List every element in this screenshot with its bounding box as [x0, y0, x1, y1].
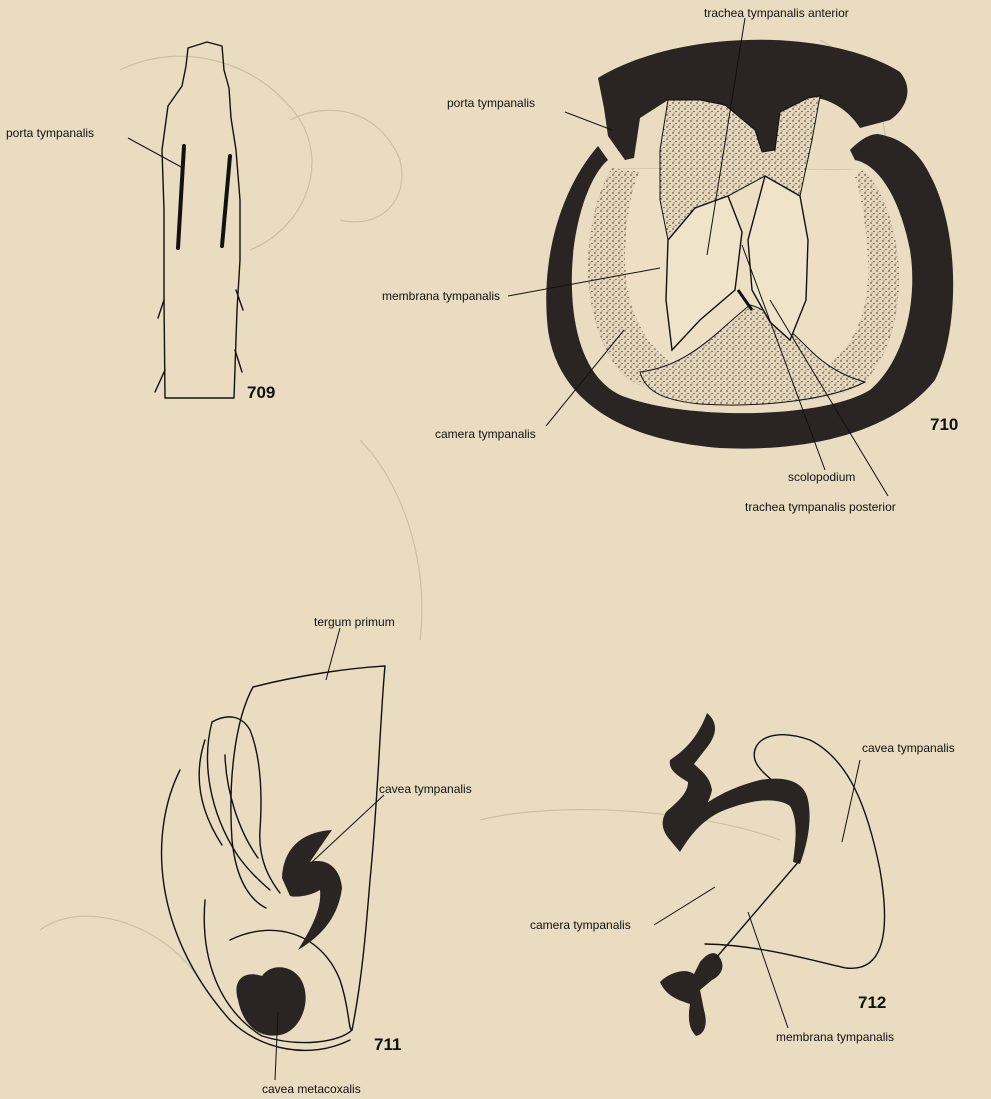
fig710-trachea-anterior-label: trachea tympanalis anterior [704, 6, 849, 20]
fig712-number: 712 [858, 993, 886, 1012]
fig711-cavea-tympanalis-label: cavea tympanalis [379, 782, 472, 796]
fig709-number: 709 [247, 383, 275, 402]
fig709-porta-label: porta tympanalis [6, 126, 94, 140]
figure-711: tergum primum cavea tympanalis cavea met… [162, 615, 472, 1096]
fig712-trachea-branch [660, 953, 722, 1036]
fig711-number: 711 [374, 1035, 401, 1054]
fig712-cavea-label: cavea tympanalis [862, 741, 955, 755]
fig709-porta-slit-left [178, 146, 184, 248]
fig710-number: 710 [930, 415, 958, 434]
fig711-tergum-label: tergum primum [314, 615, 395, 629]
fig711-cavea-metacoxalis-label: cavea metacoxalis [262, 1082, 361, 1096]
fig710-scolopodium-label: scolopodium [788, 470, 855, 484]
figure-710: trachea tympanalis anterior porta tympan… [382, 6, 958, 514]
fig709-porta-leader [128, 138, 183, 168]
fig711-cavea-tympanalis [282, 830, 342, 950]
fig712-camera-label: camera tympanalis [530, 918, 631, 932]
fig712-membrana-label: membrana tympanalis [776, 1030, 894, 1044]
figure-712: cavea tympanalis camera tympanalis membr… [530, 713, 955, 1044]
fig710-membrana-label: membrana tympanalis [382, 289, 500, 303]
fig710-trachea-posterior-label: trachea tympanalis posterior [745, 500, 896, 514]
fig712-dark-sclerite [663, 713, 810, 864]
fig709-porta-slit-right [222, 156, 230, 246]
fig709-femur-outline [162, 42, 240, 398]
fig710-camera-label: camera tympanalis [435, 427, 536, 441]
fig710-porta-label: porta tympanalis [447, 96, 535, 110]
figure-709: porta tympanalis 709 [6, 42, 275, 402]
fig712-membrana-line [716, 860, 800, 958]
